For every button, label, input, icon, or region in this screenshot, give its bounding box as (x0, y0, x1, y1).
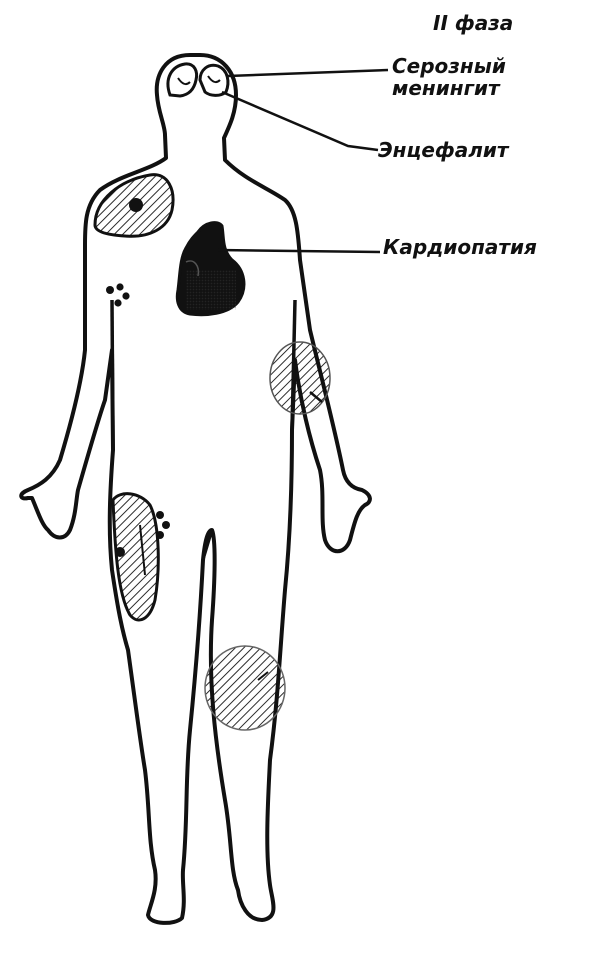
left-arm-inner-line (112, 300, 113, 450)
encephalitis-label: Энцефалит (378, 139, 508, 161)
cardiopathy-label: Кардиопатия (383, 236, 537, 258)
right-knee-lesion (205, 646, 285, 730)
cardiopathy-leader (218, 250, 380, 252)
meningitis-leader (228, 70, 388, 76)
body-outline (21, 55, 370, 923)
brain-hemispheres-icon (168, 64, 228, 96)
left-thigh-lesion (113, 494, 170, 620)
skin-spots-icon (106, 283, 130, 306)
serous-meningitis-label: Серозный менингит (392, 55, 506, 99)
phase-label: II фаза (433, 12, 513, 34)
leader-lines (218, 70, 388, 252)
heart-shape-icon (177, 223, 244, 315)
right-arm-lesion (270, 342, 330, 414)
encephalitis-leader (222, 92, 378, 150)
